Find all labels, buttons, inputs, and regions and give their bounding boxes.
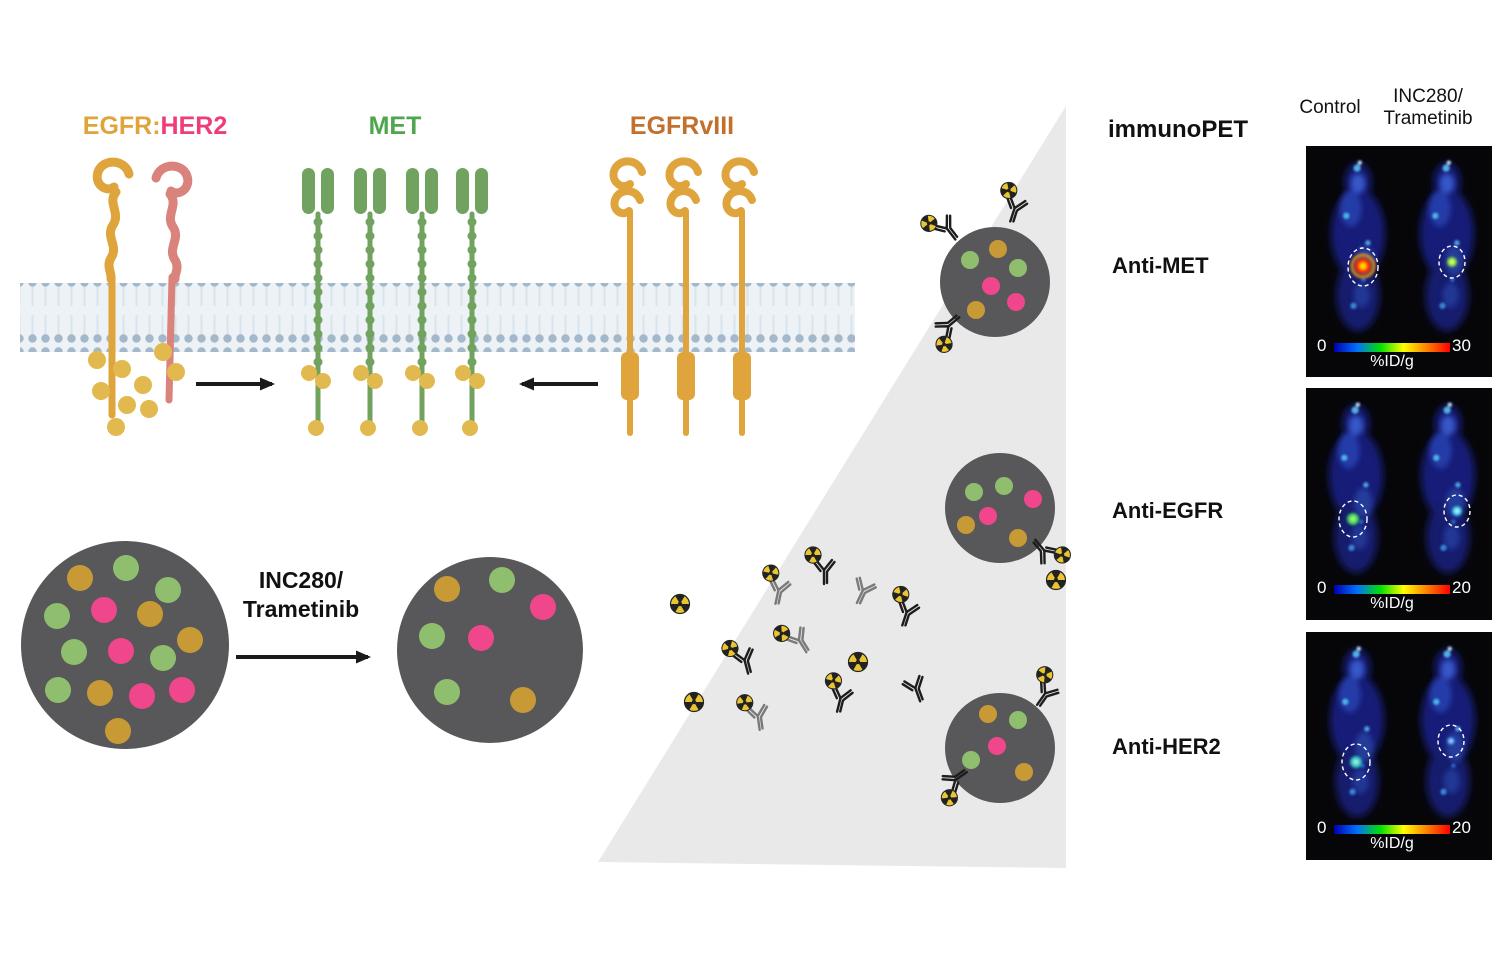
scale-unit: %ID/g <box>1370 595 1414 612</box>
tumor-roi <box>1443 494 1471 528</box>
tumor-roi <box>1341 743 1371 781</box>
radioisotope-icon <box>669 593 691 615</box>
tumor-hotspot <box>1447 257 1457 267</box>
tumor-hotspot <box>1452 506 1462 516</box>
scale-max: 20 <box>1452 818 1471 837</box>
tumor-roi <box>1437 724 1465 758</box>
phospho-sites <box>88 343 185 436</box>
pet-scan-anti-her2 <box>1306 632 1492 860</box>
row-label-anti-met: Anti-MET <box>1112 253 1209 278</box>
color-scale-bar <box>1334 825 1450 834</box>
treatment-label: INC280/ Trametinib <box>226 566 376 624</box>
color-scale-bar <box>1334 585 1450 594</box>
tumor-cluster-top <box>918 180 1050 355</box>
tumor-before-treatment <box>21 541 229 749</box>
treated-column-header: INC280/ Trametinib <box>1374 86 1482 130</box>
tumor-hotspot <box>1350 756 1362 768</box>
immunopet-title: immunoPET <box>1108 116 1249 143</box>
scale-min: 0 <box>1317 818 1327 837</box>
tumor-roi <box>1347 247 1379 287</box>
scale-min: 0 <box>1317 578 1327 597</box>
radioisotope-icon <box>683 691 705 713</box>
tumor-hotspot <box>1347 513 1359 525</box>
radioisotope-icon <box>847 651 869 673</box>
treatment-line1: INC280/ <box>258 567 344 593</box>
tumor-cells <box>44 555 203 744</box>
tumor-after-treatment <box>397 557 583 743</box>
tumor-roi <box>1338 500 1368 538</box>
tumor-cells <box>419 567 556 713</box>
treated-header-line1: INC280/ <box>1393 86 1463 107</box>
egfr-label: EGFR: <box>82 112 161 140</box>
scale-max: 30 <box>1452 336 1471 355</box>
scale-unit: %ID/g <box>1370 353 1414 370</box>
tumor-hotspot <box>1350 253 1376 279</box>
row-label-anti-her2: Anti-HER2 <box>1112 734 1221 759</box>
tumor-roi <box>1438 245 1466 279</box>
pet-scan-anti-met <box>1306 146 1492 377</box>
scale-max: 20 <box>1452 578 1471 597</box>
color-scale-bar <box>1334 343 1450 352</box>
egfr-her2-label: EGFR:HER2 <box>70 112 240 141</box>
met-label: MET <box>368 112 422 140</box>
control-column-header: Control <box>1299 97 1361 118</box>
treated-header-line2: Trametinib <box>1383 107 1473 129</box>
egfrviii-label: EGFRvIII <box>629 112 735 140</box>
tumor-hotspot <box>1447 737 1455 745</box>
egfr-her2-receptor <box>88 157 193 436</box>
radioisotope-icon <box>1045 569 1067 591</box>
row-label-anti-egfr: Anti-EGFR <box>1112 498 1224 523</box>
her2-label: HER2 <box>160 112 228 140</box>
pet-scan-anti-egfr <box>1306 388 1492 620</box>
treatment-line2: Trametinib <box>242 595 360 622</box>
scale-unit: %ID/g <box>1370 835 1414 852</box>
cell-membrane <box>20 283 855 352</box>
scale-min: 0 <box>1317 336 1327 355</box>
tumor-cluster-bottom <box>930 664 1067 809</box>
tumor-cluster-middle <box>945 453 1074 591</box>
